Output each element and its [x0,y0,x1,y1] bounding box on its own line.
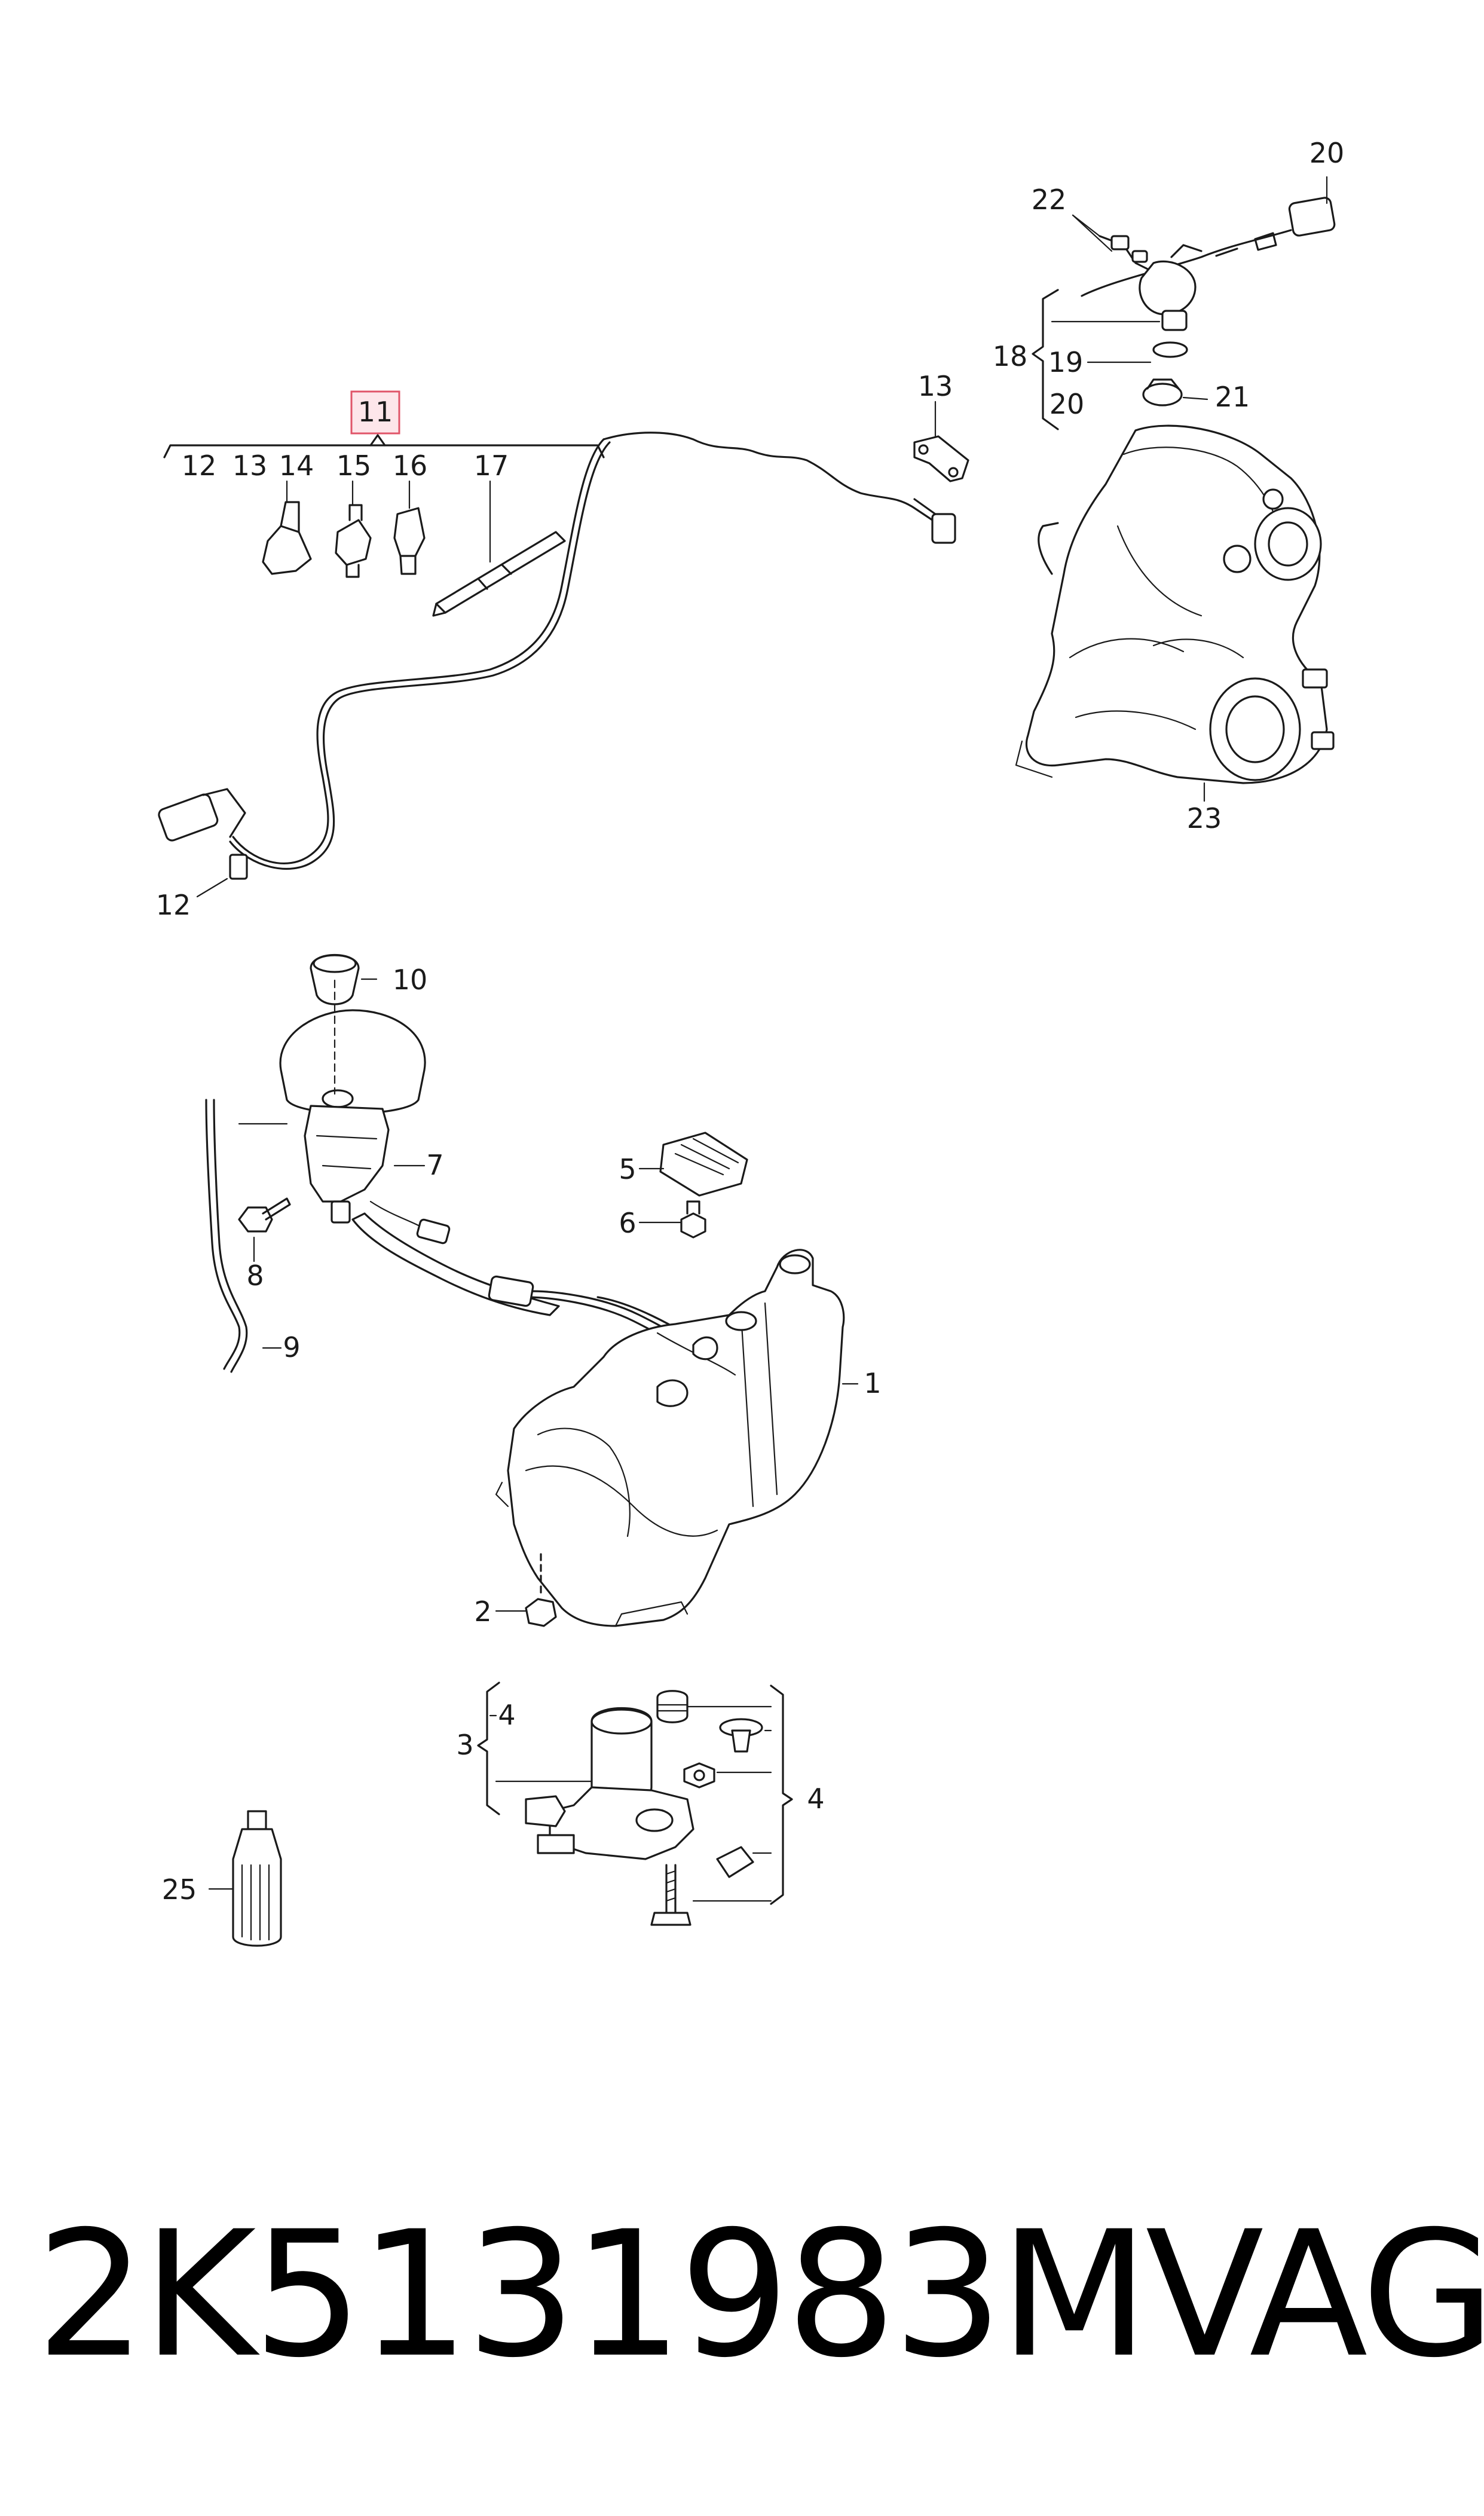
bottle-25 [232,1810,282,1947]
callout-4-left: 4 [498,1699,515,1731]
callout-1: 1 [864,1367,881,1399]
bolt-4 [650,1864,691,1926]
part-number: 2K5131983M [36,2194,1149,2396]
callout-5: 5 [619,1153,636,1185]
hose-9 [205,1099,248,1373]
callout-11: 11 [358,396,393,428]
callout-3: 3 [456,1729,473,1761]
nox-sensor-connector [158,788,248,880]
clip-14 [262,501,312,575]
fill-hose [351,1200,718,1364]
reservoir-tank-1 [495,1249,845,1627]
callout-labels: 11 12 13 14 15 16 17 13 12 20 22 18 19 2… [156,137,1345,1906]
plug-4 [719,1718,763,1753]
callout-12: 12 [156,889,191,921]
particulate-filter-23 [1015,424,1335,784]
highlight-box-11 [350,390,400,435]
connector-4 [716,1846,754,1878]
callout-4-right: 4 [807,1783,824,1815]
callout-15: 15 [336,450,372,482]
callout-20-top: 20 [1309,137,1345,169]
bolt-8 [238,1197,291,1233]
filler-cap-10 [310,953,360,1005]
brand-label: VAG [1145,2194,1484,2396]
clip-15 [335,504,372,578]
callout-20: 20 [1049,388,1085,420]
nox-sensor-harness [158,432,956,880]
callout-18: 18 [993,340,1028,372]
callout-16: 16 [393,450,428,482]
nut-2 [525,1553,557,1627]
callout-bracket-18 [1032,289,1161,430]
callout-group-11 [163,390,605,458]
callout-21: 21 [1215,381,1250,413]
callout-6: 6 [619,1207,636,1239]
callout-7: 7 [426,1149,443,1181]
harness-end-connector [913,498,956,544]
leader-lines [196,176,1328,1890]
grommet-4 [656,1690,689,1723]
callout-12-top: 12 [182,450,217,482]
nut-6 [680,1200,706,1239]
control-unit-5 [659,1132,748,1197]
cable-tie-17 [432,531,566,617]
callout-brackets-3-4 [477,1682,793,1905]
callout-23: 23 [1187,802,1222,834]
callout-25: 25 [162,1873,197,1906]
callout-8: 8 [246,1259,264,1292]
washer-4 [683,1762,715,1789]
callout-13: 13 [918,370,953,402]
callout-13-top: 13 [232,450,268,482]
callout-14: 14 [279,450,314,482]
callout-9: 9 [283,1331,300,1364]
callout-17: 17 [474,450,509,482]
pump-3 [525,1707,694,1860]
ring-19 [1152,341,1188,358]
clamp-21 [1142,378,1183,406]
bracket-13 [913,435,969,482]
callout-19: 19 [1048,346,1084,378]
sensor-22-and-connector [1099,235,1203,331]
callout-10: 10 [393,964,428,996]
part-number-footer: 2K5131983M VAG [0,2128,1484,2463]
filler-neck-7 [279,1009,426,1224]
callout-2: 2 [474,1595,491,1628]
clip-16 [393,507,426,575]
callout-22: 22 [1032,184,1067,216]
sensor-20 [1081,197,1336,297]
